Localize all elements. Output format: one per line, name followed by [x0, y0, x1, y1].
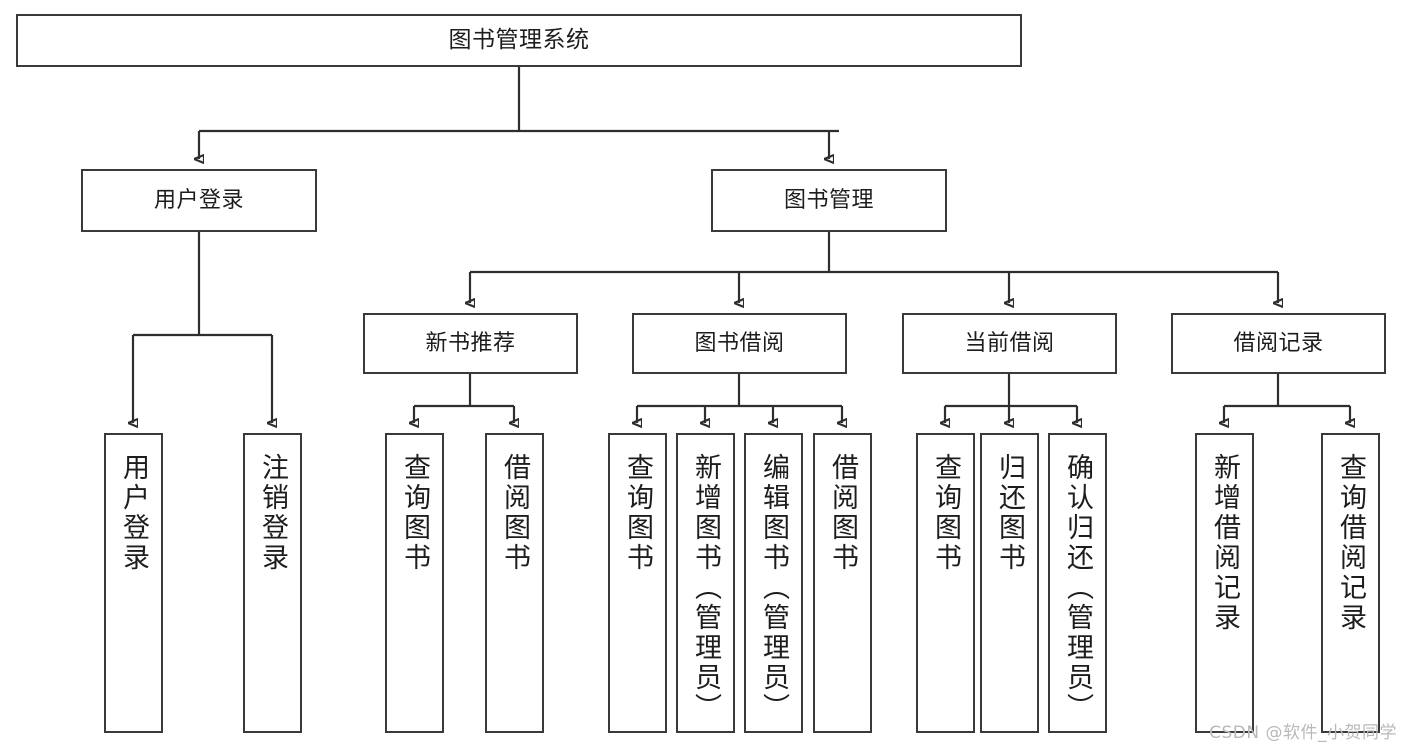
leaf-user-login-logout[interactable]: 注销登录 — [243, 433, 302, 733]
node-book-borrow[interactable]: 图书借阅 — [632, 313, 847, 374]
node-label: 借阅记录 — [1233, 330, 1324, 356]
node-label: 用户登录 — [118, 453, 149, 573]
node-current-borrow[interactable]: 当前借阅 — [902, 313, 1117, 374]
leaf-borrow-edit-book-admin[interactable]: 编辑图书（管理员） — [744, 433, 803, 733]
node-label: 借阅图书 — [827, 453, 858, 573]
node-label: 当前借阅 — [964, 330, 1055, 356]
leaf-new-book-query[interactable]: 查询图书 — [385, 433, 444, 733]
leaf-borrow-query-book[interactable]: 查询图书 — [608, 433, 667, 733]
node-label: 查询借阅记录 — [1335, 453, 1366, 633]
node-label: 借阅图书 — [499, 453, 530, 573]
node-label: 新增图书（管理员） — [690, 453, 721, 723]
node-label: 归还图书 — [994, 453, 1025, 573]
leaf-current-confirm-return-admin[interactable]: 确认归还（管理员） — [1048, 433, 1107, 733]
csdn-watermark: CSDN @软件_小贺同学 — [1209, 723, 1397, 743]
node-label: 新书推荐 — [425, 330, 516, 356]
node-label: 编辑图书（管理员） — [758, 453, 789, 723]
node-label: 图书借阅 — [694, 330, 785, 356]
node-label: 确认归还（管理员） — [1062, 453, 1093, 723]
node-label: 查询图书 — [930, 453, 961, 573]
node-new-book-recommend[interactable]: 新书推荐 — [363, 313, 578, 374]
leaf-records-add-record[interactable]: 新增借阅记录 — [1195, 433, 1254, 733]
node-label: 用户登录 — [153, 187, 244, 213]
leaf-new-book-borrow[interactable]: 借阅图书 — [485, 433, 544, 733]
node-label: 图书管理系统 — [448, 26, 590, 53]
node-label: 新增借阅记录 — [1209, 453, 1240, 633]
node-book-management[interactable]: 图书管理 — [711, 169, 947, 232]
node-user-login[interactable]: 用户登录 — [81, 169, 317, 232]
node-root-system[interactable]: 图书管理系统 — [16, 14, 1022, 67]
leaf-current-return-book[interactable]: 归还图书 — [980, 433, 1039, 733]
node-label: 查询图书 — [622, 453, 653, 573]
leaf-user-login-login[interactable]: 用户登录 — [104, 433, 163, 733]
leaf-records-query-record[interactable]: 查询借阅记录 — [1321, 433, 1380, 733]
node-label: 图书管理 — [783, 187, 874, 213]
node-label: 查询图书 — [399, 453, 430, 573]
node-label: 注销登录 — [257, 453, 288, 573]
leaf-borrow-add-book-admin[interactable]: 新增图书（管理员） — [676, 433, 735, 733]
leaf-current-query-book[interactable]: 查询图书 — [916, 433, 975, 733]
leaf-borrow-borrow-book[interactable]: 借阅图书 — [813, 433, 872, 733]
node-borrow-records[interactable]: 借阅记录 — [1171, 313, 1386, 374]
